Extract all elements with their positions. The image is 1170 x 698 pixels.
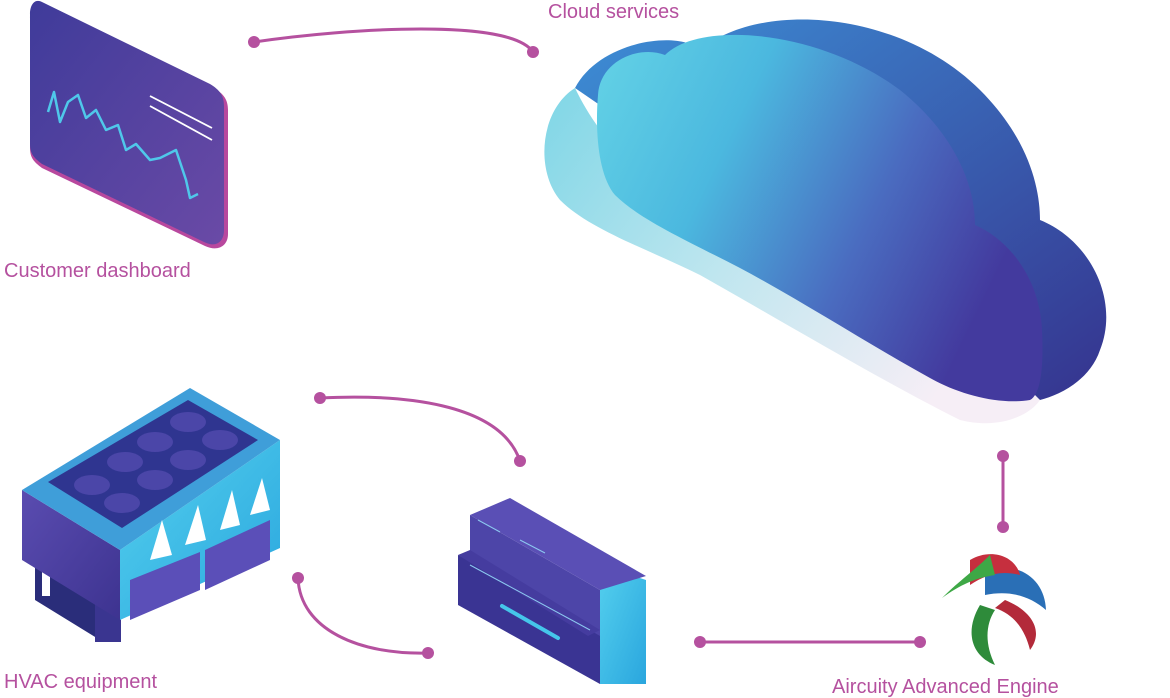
- hvac-equipment-label: HVAC equipment: [4, 671, 158, 693]
- diagram-canvas: [22, 0, 1107, 684]
- connectors: [252, 27, 1005, 655]
- cloud-services-label: Cloud services: [548, 1, 680, 23]
- connector-hvac-controller-top: [318, 395, 522, 463]
- ribbon-logo-icon: [942, 554, 1046, 665]
- dashboard-tablet-icon: [30, 0, 228, 249]
- connector-dashboard-cloud: [252, 27, 535, 54]
- connector-hvac-controller-bottom: [296, 576, 430, 655]
- cloud-icon: [544, 19, 1107, 424]
- hvac-unit-icon: [22, 388, 280, 642]
- engine-label: Aircuity Advanced Engine: [832, 676, 1059, 698]
- connector-endpoints: [248, 36, 1009, 659]
- customer-dashboard-label: Customer dashboard: [4, 260, 191, 282]
- dashboard-graph-line: [46, 90, 199, 200]
- din-rail-controller-icon: [458, 498, 646, 684]
